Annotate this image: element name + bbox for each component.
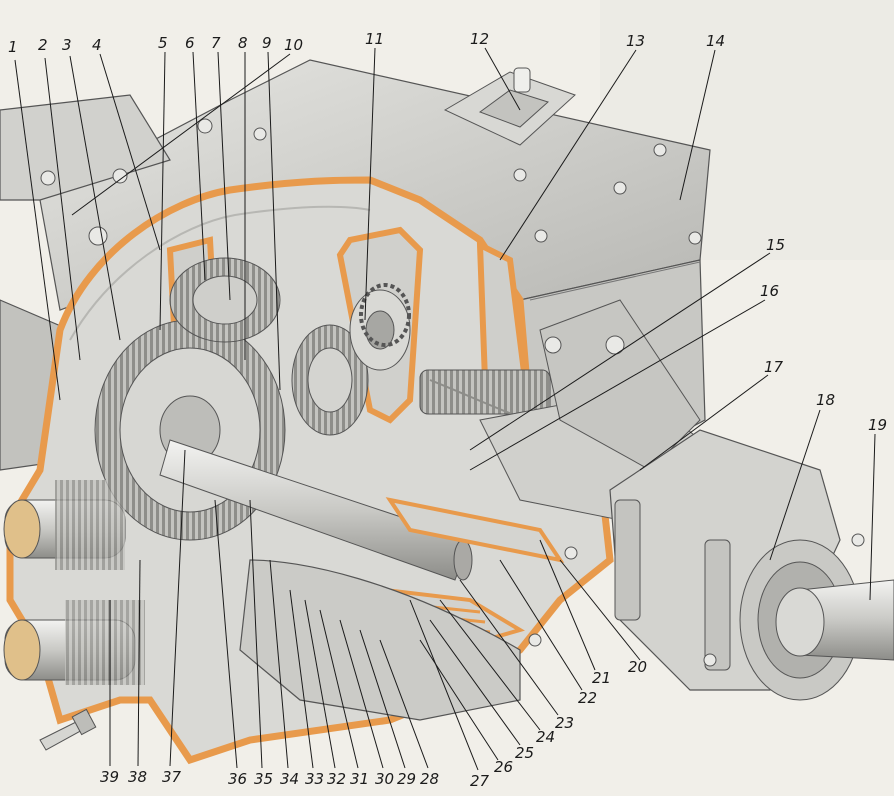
callout-15: 15 bbox=[766, 236, 785, 254]
callout-19: 19 bbox=[868, 416, 887, 434]
callout-4: 4 bbox=[92, 36, 102, 54]
left-output-shafts bbox=[3, 480, 145, 685]
callout-28: 28 bbox=[420, 770, 439, 788]
bevel-gear-top bbox=[169, 257, 281, 343]
callouts-bottom: 27 28 29 30 31 32 33 34 35 36 37 38 39 bbox=[100, 768, 490, 790]
bolt-icon bbox=[39, 708, 97, 751]
callout-22: 22 bbox=[578, 689, 597, 707]
callout-14: 14 bbox=[706, 32, 725, 50]
callout-38: 38 bbox=[128, 768, 147, 786]
side-lever-housing bbox=[539, 299, 701, 471]
callout-1: 1 bbox=[8, 38, 18, 56]
main-shaft bbox=[159, 439, 471, 581]
callout-6: 6 bbox=[185, 34, 195, 52]
callout-12: 12 bbox=[470, 30, 489, 48]
cover-bolts bbox=[40, 118, 865, 667]
callout-3: 3 bbox=[62, 36, 72, 54]
main-shaft-end bbox=[453, 539, 473, 581]
callout-26: 26 bbox=[494, 758, 513, 776]
callout-10: 10 bbox=[284, 36, 303, 54]
callout-36: 36 bbox=[228, 770, 247, 788]
callout-8: 8 bbox=[238, 34, 248, 52]
flange-rib-left bbox=[614, 499, 641, 621]
callout-7: 7 bbox=[211, 34, 221, 52]
inner-cut-contour bbox=[69, 205, 371, 341]
callout-39: 39 bbox=[100, 768, 119, 786]
callout-5: 5 bbox=[158, 34, 168, 52]
callout-24: 24 bbox=[536, 728, 555, 746]
callout-23: 23 bbox=[555, 714, 574, 732]
callout-17: 17 bbox=[764, 358, 784, 376]
cover-edge-line bbox=[529, 261, 701, 301]
filler-cover bbox=[443, 67, 576, 146]
callout-18: 18 bbox=[816, 391, 835, 409]
callout-2: 2 bbox=[38, 36, 48, 54]
callout-9: 9 bbox=[262, 34, 272, 52]
callout-11: 11 bbox=[365, 30, 384, 48]
callout-20: 20 bbox=[628, 658, 647, 676]
callout-25: 25 bbox=[515, 744, 534, 762]
callouts-right: 15 16 17 18 19 20 21 22 23 24 25 26 bbox=[494, 236, 887, 776]
callouts-top: 1 2 3 4 5 6 7 8 9 10 11 12 13 14 bbox=[8, 30, 725, 56]
flange-rib-right bbox=[704, 539, 731, 671]
callout-27: 27 bbox=[470, 772, 490, 790]
callout-31: 31 bbox=[350, 770, 369, 788]
rear-output bbox=[739, 539, 894, 701]
callout-37: 37 bbox=[162, 768, 182, 786]
callout-32: 32 bbox=[327, 770, 346, 788]
leader-lines bbox=[14, 47, 876, 771]
callout-21: 21 bbox=[592, 669, 611, 687]
callout-34: 34 bbox=[280, 770, 299, 788]
callout-13: 13 bbox=[626, 32, 645, 50]
bearing-icon bbox=[359, 283, 411, 347]
callout-30: 30 bbox=[375, 770, 394, 788]
lever-pin bbox=[605, 335, 625, 355]
callout-16: 16 bbox=[760, 282, 779, 300]
callout-29: 29 bbox=[397, 770, 416, 788]
callout-33: 33 bbox=[305, 770, 324, 788]
callout-35: 35 bbox=[254, 770, 273, 788]
